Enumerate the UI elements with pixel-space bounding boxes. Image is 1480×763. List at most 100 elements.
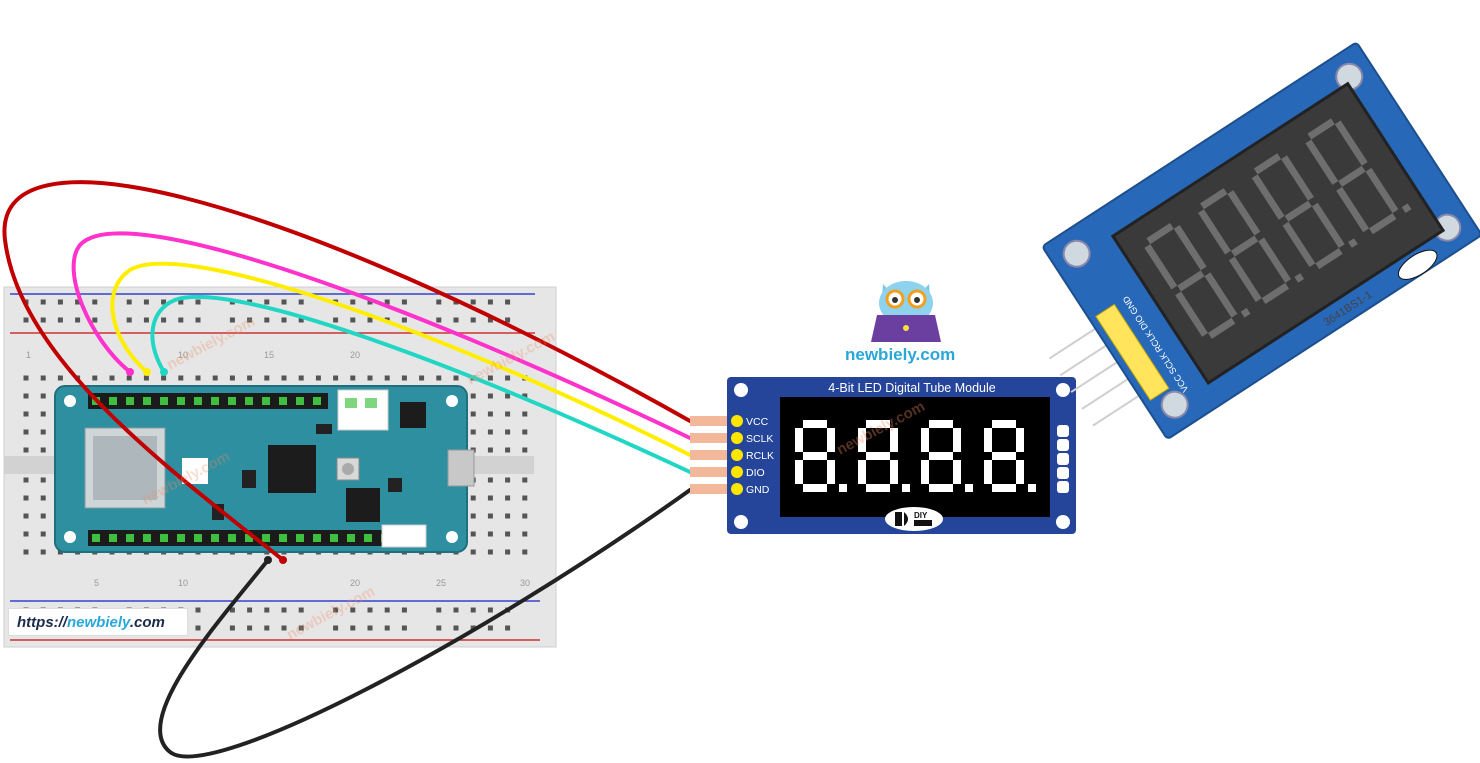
segment bbox=[1336, 186, 1370, 233]
bb-hole bbox=[195, 317, 201, 323]
bb-col-label-b20: 20 bbox=[350, 578, 360, 588]
bb-hole bbox=[23, 411, 29, 417]
bb-hole bbox=[298, 299, 304, 305]
bb-hole bbox=[350, 317, 356, 323]
segment bbox=[1200, 188, 1228, 210]
side-dots bbox=[1057, 425, 1069, 493]
bb-col-label-20: 20 bbox=[350, 350, 360, 360]
bb-col-label-1: 1 bbox=[26, 350, 31, 360]
pin-label-dio: DIO bbox=[746, 467, 765, 479]
header-pin bbox=[228, 534, 236, 542]
pin-pads bbox=[690, 416, 730, 494]
bb-hole bbox=[23, 495, 29, 501]
bb-hole bbox=[470, 531, 476, 537]
bb-hole bbox=[281, 375, 287, 381]
segment bbox=[1016, 460, 1024, 484]
header-pin bbox=[296, 534, 304, 542]
bb-hole bbox=[40, 299, 46, 305]
bb-hole bbox=[453, 625, 459, 631]
bb-hole bbox=[298, 317, 304, 323]
bb-hole bbox=[487, 607, 493, 613]
bb-hole bbox=[178, 317, 184, 323]
bb-hole bbox=[384, 607, 390, 613]
bb-hole bbox=[505, 317, 511, 323]
segment bbox=[1146, 222, 1174, 245]
bb-hole bbox=[505, 447, 511, 453]
segment bbox=[858, 460, 866, 484]
decimal-point bbox=[839, 484, 847, 492]
bb-hole bbox=[23, 549, 29, 555]
bb-hole bbox=[247, 375, 253, 381]
bb-hole bbox=[247, 625, 253, 631]
bb-hole bbox=[350, 375, 356, 381]
bb-hole bbox=[470, 393, 476, 399]
led-tube-module: 4-Bit LED Digital Tube Module VCC SCLK R… bbox=[690, 377, 1076, 534]
segment bbox=[929, 452, 953, 460]
bb-hole bbox=[247, 317, 253, 323]
segment bbox=[1307, 118, 1335, 140]
decimal-point bbox=[1240, 307, 1251, 318]
segment bbox=[929, 420, 953, 428]
rclk-wire bbox=[110, 261, 692, 457]
site-url-badge[interactable]: https://newbiely.com bbox=[8, 608, 188, 636]
segment bbox=[866, 484, 890, 492]
digit-3 bbox=[921, 420, 973, 492]
bb-hole bbox=[350, 625, 356, 631]
bb-hole bbox=[487, 375, 493, 381]
bb-hole bbox=[264, 375, 270, 381]
header-pin bbox=[211, 534, 219, 542]
bb-hole bbox=[92, 317, 98, 323]
bb-hole bbox=[401, 607, 407, 613]
bb-hole bbox=[367, 317, 373, 323]
bb-hole bbox=[505, 299, 511, 305]
bb-hole bbox=[487, 549, 493, 555]
pin-label-rclk: RCLK bbox=[746, 450, 774, 462]
header-pin bbox=[245, 397, 253, 405]
segment bbox=[1311, 202, 1345, 249]
bb-hole bbox=[126, 317, 132, 323]
segment bbox=[1305, 139, 1339, 185]
bb-hole bbox=[40, 393, 46, 399]
vcc-wire bbox=[2, 180, 692, 562]
segment bbox=[1173, 225, 1207, 271]
segment bbox=[1198, 209, 1231, 255]
bb-hole bbox=[333, 317, 339, 323]
header-pin bbox=[160, 534, 168, 542]
bb-hole bbox=[487, 495, 493, 501]
bb-hole bbox=[384, 375, 390, 381]
segment bbox=[929, 484, 953, 492]
decimal-point bbox=[1348, 238, 1358, 248]
site-name: newbiely bbox=[67, 614, 130, 631]
bb-hole bbox=[23, 531, 29, 537]
bb-hole bbox=[75, 317, 81, 323]
bb-hole bbox=[264, 317, 270, 323]
header-pin bbox=[194, 397, 202, 405]
segment bbox=[827, 428, 835, 452]
seven-segment-digits bbox=[795, 420, 1036, 492]
bb-col-label-b30: 30 bbox=[520, 578, 530, 588]
owl-logo-icon bbox=[871, 281, 941, 342]
header-pin bbox=[92, 534, 100, 542]
bb-hole bbox=[487, 531, 493, 537]
pin-label-sclk: SCLK bbox=[746, 433, 773, 445]
bb-hole bbox=[161, 375, 167, 381]
bb-col-label-b10: 10 bbox=[178, 578, 188, 588]
segment bbox=[953, 428, 961, 452]
segment bbox=[795, 428, 803, 452]
header-pin bbox=[245, 534, 253, 542]
header-pin bbox=[143, 534, 151, 542]
decimal-point bbox=[1294, 273, 1305, 283]
segment bbox=[921, 428, 929, 452]
bb-hole bbox=[522, 513, 528, 519]
pin-label-vcc: VCC bbox=[746, 416, 769, 428]
decimal-point bbox=[1028, 484, 1036, 492]
bb-hole bbox=[315, 375, 321, 381]
site-prefix: https:// bbox=[17, 614, 67, 631]
bb-hole bbox=[453, 317, 459, 323]
segment bbox=[803, 484, 827, 492]
bb-hole bbox=[229, 317, 235, 323]
bb-hole bbox=[333, 625, 339, 631]
bb-col-label-10: 10 bbox=[178, 350, 188, 360]
site-suffix: .com bbox=[129, 614, 165, 631]
